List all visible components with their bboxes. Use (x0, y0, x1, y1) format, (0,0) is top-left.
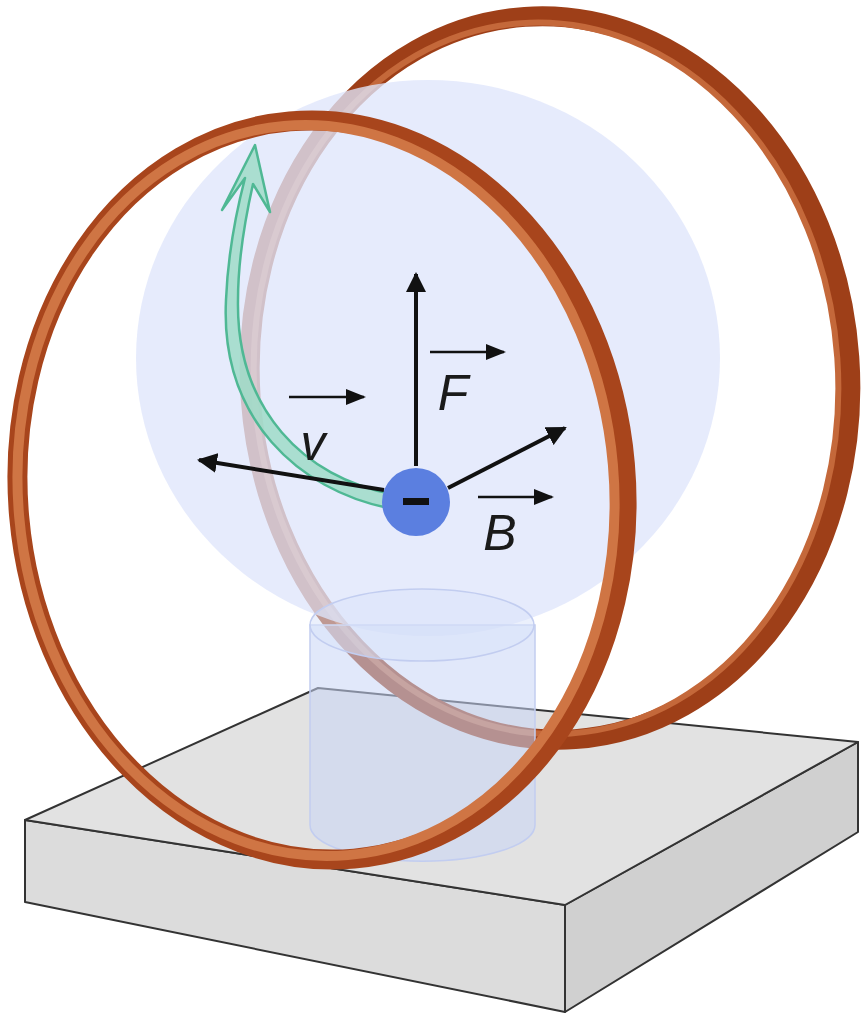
electron (382, 468, 450, 536)
force-vectors (199, 274, 565, 490)
vector-label: B (483, 508, 516, 558)
electron-path (222, 145, 392, 508)
vector-label: v (301, 418, 326, 468)
vector-label: F (438, 368, 469, 418)
front-coil (0, 95, 657, 885)
bulb-stand (310, 589, 535, 861)
